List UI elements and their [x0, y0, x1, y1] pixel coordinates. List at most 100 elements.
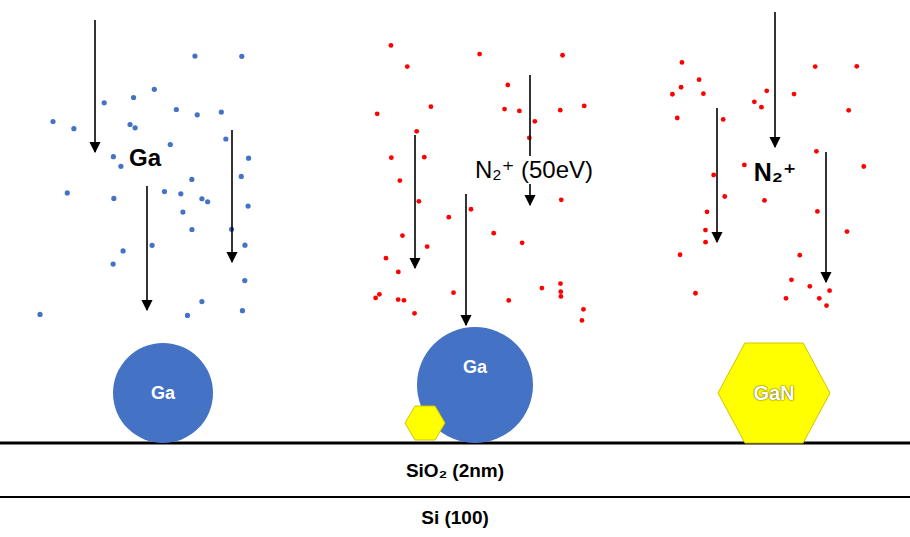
particle-dot	[245, 203, 250, 208]
particle-dot	[223, 136, 228, 141]
particle-dot	[127, 122, 132, 127]
droplet-circle	[113, 343, 213, 443]
particle-dot	[37, 312, 42, 317]
particle-dot	[532, 119, 537, 124]
particle-dot	[131, 95, 136, 100]
particle-dot	[762, 198, 767, 203]
particle-dot	[679, 85, 684, 90]
particle-dot	[784, 296, 789, 301]
si-substrate: Si (100)	[0, 498, 910, 537]
particle-dot	[711, 173, 716, 178]
particle-dot	[375, 111, 380, 116]
particle-dot	[422, 155, 427, 160]
particle-dot	[240, 308, 245, 313]
particle-dot	[402, 298, 407, 303]
flux-arrow	[774, 12, 776, 147]
hexagon-crystal	[718, 343, 830, 443]
particle-dot	[219, 110, 224, 115]
particle-dot	[133, 125, 138, 130]
shape-label: Ga	[463, 357, 487, 378]
particle-dot	[178, 191, 183, 196]
particle-dot	[539, 286, 544, 291]
particle-dot	[705, 209, 710, 214]
particle-dot	[446, 215, 451, 220]
particle-dot	[827, 288, 832, 293]
particle-dot	[189, 227, 194, 232]
particle-dot	[477, 52, 482, 57]
particle-dot	[199, 299, 204, 304]
particle-dot	[412, 311, 417, 316]
particle-dot	[405, 64, 410, 69]
particle-dot	[451, 290, 456, 295]
particle-dot	[429, 104, 434, 109]
particle-dot	[752, 99, 757, 104]
particle-dot	[581, 307, 586, 312]
particle-dot	[558, 281, 563, 286]
particle-dot	[397, 178, 402, 183]
particle-dot	[491, 231, 496, 236]
particle-dot	[396, 297, 401, 302]
particle-dot	[789, 277, 794, 282]
sio2-layer: SiO₂ (2nm)	[0, 445, 910, 496]
layer-label: Si (100)	[421, 507, 489, 529]
particle-dot	[678, 252, 683, 257]
species-label: N₂⁺	[752, 158, 798, 187]
particle-dot	[558, 294, 563, 299]
particle-dot	[517, 109, 522, 114]
particle-dot	[389, 155, 394, 160]
interface-line	[0, 496, 910, 498]
particle-dot	[680, 60, 685, 65]
particle-dot	[697, 77, 702, 82]
gallium-droplet: Ga	[113, 343, 213, 443]
particle-dot	[120, 248, 125, 253]
particle-dot	[854, 64, 859, 69]
flux-arrow	[146, 186, 148, 310]
particle-dot	[764, 88, 769, 93]
particle-dot	[168, 142, 173, 147]
particle-dot	[701, 91, 706, 96]
gallium-droplet: Ga	[417, 327, 533, 443]
flux-arrow	[94, 20, 96, 152]
particle-dot	[50, 119, 55, 124]
particle-dot	[65, 190, 70, 195]
particle-dot	[152, 87, 157, 92]
particle-dot	[814, 149, 819, 154]
particle-dot	[242, 278, 247, 283]
particle-dot	[797, 253, 802, 258]
particle-dot	[180, 209, 185, 214]
particle-dot	[416, 199, 421, 204]
shape-label: GaN	[753, 382, 794, 405]
particle-dot	[199, 196, 204, 201]
particle-dot	[703, 240, 708, 245]
flux-arrow	[716, 108, 718, 242]
particle-dot	[195, 112, 200, 117]
particle-dot	[670, 92, 675, 97]
particle-dot	[520, 240, 525, 245]
flux-arrow	[414, 135, 416, 268]
particle-dot	[845, 229, 850, 234]
particle-dot	[192, 53, 197, 58]
particle-dot	[111, 154, 116, 159]
particle-dot	[722, 194, 727, 199]
particle-dot	[792, 92, 797, 97]
particle-dot	[815, 209, 820, 214]
particle-dot	[174, 107, 179, 112]
particle-dot	[505, 83, 510, 88]
particle-dot	[582, 104, 587, 109]
particle-dot	[111, 262, 116, 267]
flux-arrow	[825, 152, 827, 282]
particle-dot	[469, 207, 474, 212]
particle-dot	[759, 105, 764, 110]
particle-dot	[502, 107, 507, 112]
particle-dot	[239, 54, 244, 59]
particle-dot	[396, 270, 401, 275]
particle-dot	[162, 189, 167, 194]
particle-dot	[813, 64, 818, 69]
layer-label: SiO₂ (2nm)	[406, 460, 504, 482]
particle-dot	[118, 164, 123, 169]
flux-arrow	[231, 130, 233, 262]
particle-dot	[242, 243, 247, 248]
flux-arrow	[465, 194, 467, 325]
particle-dot	[846, 108, 851, 113]
